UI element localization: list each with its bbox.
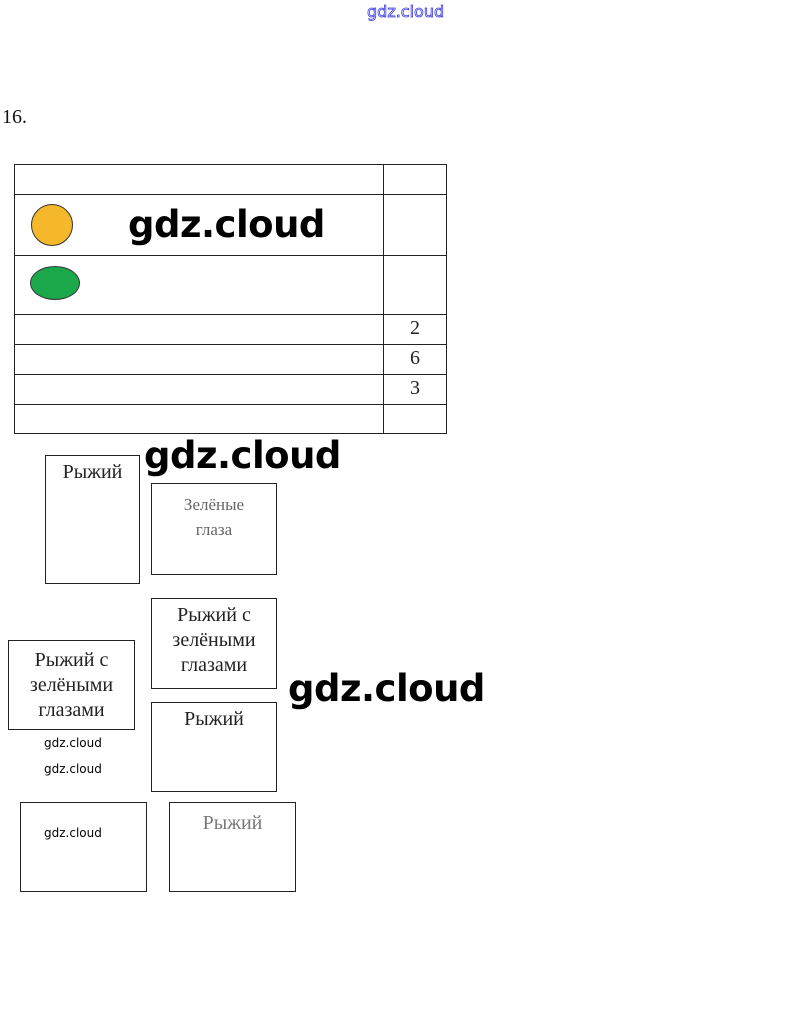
card-label: Рыжий с зелёными глазами [172,604,256,676]
card-red-haired: Рыжий [169,802,296,892]
watermark: gdz.cloud [44,736,102,750]
card-red-green-eyes: Рыжий с зелёными глазами [151,598,277,689]
card-label: Рыжий [62,461,123,483]
table-cell: 3 [410,377,420,399]
card-green-eyes: Зелёные глаза [151,483,277,575]
watermark: gdz.cloud [144,434,341,477]
card-label: Рыжий [202,812,263,834]
card-label: Рыжий с зелёными глазами [29,649,114,721]
yellow-circle-icon [31,204,73,246]
watermark: gdz.cloud [128,203,325,246]
column-divider [383,165,384,433]
row-divider [15,404,446,405]
site-link[interactable]: gdz.cloud [367,2,445,22]
row-divider [15,194,446,195]
watermark: gdz.cloud [44,762,102,776]
card-label: Зелёные глаза [183,495,245,539]
watermark: gdz.cloud [288,667,485,710]
watermark: gdz.cloud [44,826,102,840]
table-cell: 2 [410,317,420,339]
card-red-haired: Рыжий [45,455,140,584]
row-divider [15,344,446,345]
green-oval-icon [30,266,80,300]
card-red-green-eyes: Рыжий с зелёными глазами [8,640,135,730]
task-number: 16. [2,106,27,128]
row-divider [15,314,446,315]
card-empty [20,802,147,892]
data-table: 2 6 3 [14,164,447,434]
row-divider [15,374,446,375]
row-divider [15,255,446,256]
card-label: Рыжий [184,708,244,730]
table-cell: 6 [410,347,420,369]
card-red-haired: Рыжий [151,702,277,792]
